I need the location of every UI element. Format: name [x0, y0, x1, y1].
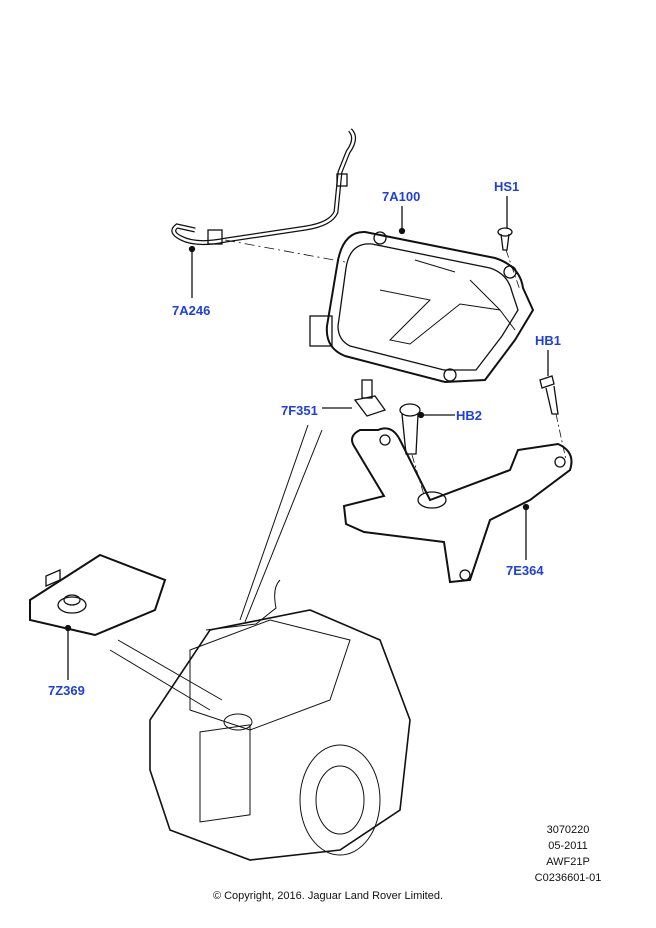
callout-hb1[interactable]: HB1 — [535, 333, 562, 348]
callout-7z369[interactable]: 7Z369 — [48, 683, 85, 698]
transmission-assembly — [149, 579, 411, 861]
callout-hb2[interactable]: HB2 — [456, 408, 483, 423]
callout-7a100[interactable]: 7A100 — [382, 189, 421, 204]
diagram-id: C0236601-01 — [534, 872, 602, 884]
callout-7a246[interactable]: 7A246 — [172, 303, 211, 318]
diagram-date: 05-2011 — [548, 840, 588, 852]
part-7f351-sensor[interactable] — [353, 379, 387, 417]
callout-7f351[interactable]: 7F351 — [281, 403, 318, 418]
part-hs1-bolt[interactable] — [497, 227, 513, 251]
part-7z369-control-module[interactable] — [29, 553, 167, 637]
diagram-code: AWF21P — [546, 856, 590, 868]
callout-7e364[interactable]: 7E364 — [506, 563, 544, 578]
part-hb1-bolt[interactable] — [539, 375, 559, 415]
part-hb2-bolt[interactable] — [399, 403, 421, 455]
diagram-reference-info: 3070220 05-2011 AWF21P C0236601-01 — [528, 822, 608, 886]
diagram-number: 3070220 — [546, 824, 590, 836]
part-7a246-pipe[interactable] — [171, 128, 356, 246]
part-7e364-bracket[interactable] — [342, 427, 573, 584]
callout-hs1[interactable]: HS1 — [494, 179, 520, 194]
copyright-notice: © Copyright, 2016. Jaguar Land Rover Lim… — [212, 890, 444, 902]
part-7a100-valve-body-cover[interactable] — [309, 230, 535, 384]
